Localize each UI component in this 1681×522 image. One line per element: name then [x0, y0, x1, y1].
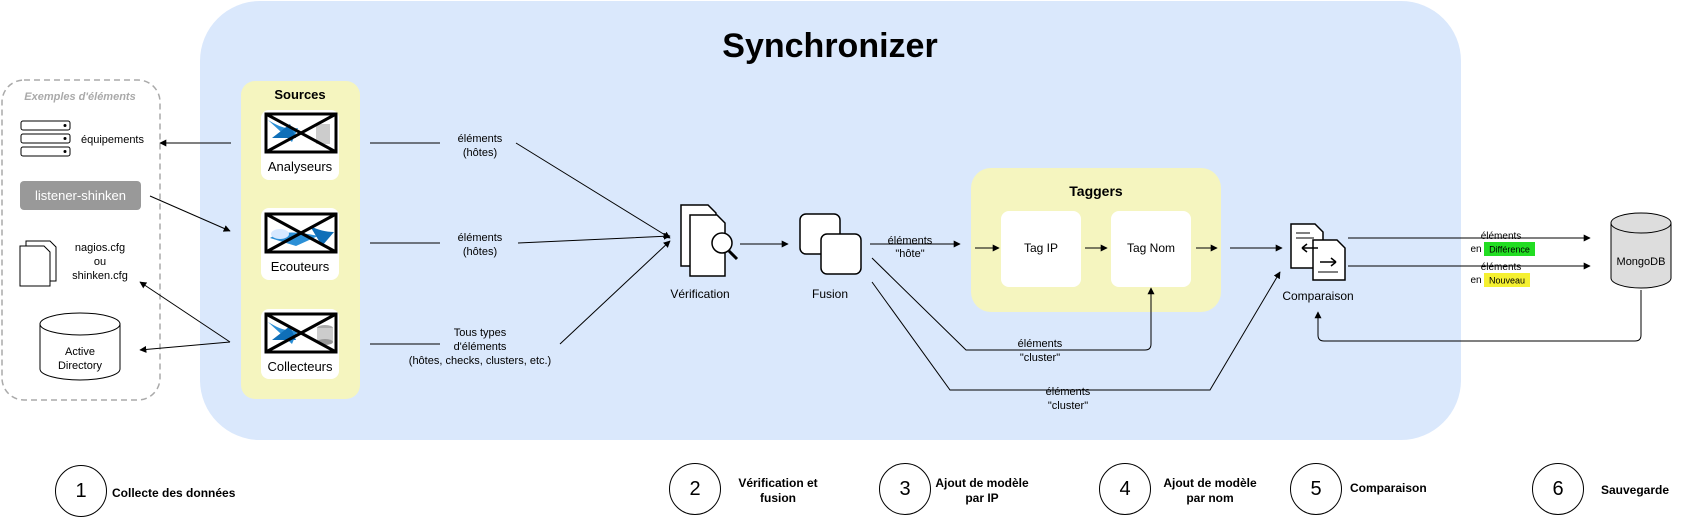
new-badge-label: Nouveau [1489, 276, 1525, 286]
tag-nom-label: Tag Nom [1127, 241, 1175, 255]
step-4-number: 4 [1119, 477, 1131, 500]
analyseurs-label: Analyseurs [268, 159, 333, 174]
examples-panel [1, 79, 161, 401]
fusion-label: Fusion [812, 287, 848, 301]
flow-hote-line1: éléments [888, 235, 933, 247]
step-6-label: Sauvegarde [1601, 483, 1670, 497]
diff-prefix: en [1470, 244, 1481, 255]
flow-collecteurs-line3: (hôtes, checks, clusters, etc.) [409, 355, 551, 367]
flow-mongodb-comparaison [1314, 290, 1642, 342]
flow-collecteurs-line2: d'éléments [454, 341, 507, 353]
arrow-to-ad [139, 341, 231, 353]
flow-cluster1-line1: éléments [1018, 338, 1063, 350]
step-6-number: 6 [1552, 477, 1564, 500]
flow-analyseurs [370, 142, 670, 238]
new-line1: éléments [1481, 262, 1522, 273]
config-files-icon [19, 240, 57, 287]
step-1-circle: 1 [55, 465, 107, 517]
flow-cluster-to-tagnom [871, 257, 1155, 351]
collecteurs-label: Collecteurs [267, 359, 333, 374]
new-badge [1484, 273, 1530, 287]
ecouteurs-icon [264, 212, 338, 254]
config-line1: nagios.cfg [75, 242, 125, 254]
verification-label: Vérification [670, 287, 729, 301]
step-6-circle: 6 [1532, 463, 1584, 515]
ad-line2: Directory [58, 360, 103, 372]
taggers-title: Taggers [1069, 183, 1123, 199]
flow-collecteurs [370, 241, 670, 345]
listener-shinken-label: listener-shinken [35, 188, 126, 203]
flow-cluster2-line1: éléments [1046, 386, 1091, 398]
step-3-number: 3 [899, 477, 911, 500]
flow-ecouteurs-line2: (hôtes) [463, 246, 497, 258]
arrow-to-config [139, 281, 231, 343]
mongodb-cylinder [1610, 212, 1672, 289]
sources-title: Sources [274, 87, 325, 102]
step-1-label: Collecte des données [112, 486, 236, 500]
flow-ecouteurs-line1: éléments [458, 232, 503, 244]
flow-hote-line2: "hôte" [895, 248, 924, 260]
step-5-circle: 5 [1290, 463, 1342, 515]
tag-nom-box [1111, 211, 1191, 287]
listener-shinken-box [20, 181, 141, 210]
diff-badge [1484, 242, 1535, 256]
step-5-number: 5 [1310, 477, 1322, 500]
verification-icon [680, 204, 739, 277]
ecouteurs-label: Ecouteurs [271, 259, 330, 274]
flow-cluster2-line2: "cluster" [1048, 400, 1088, 412]
examples-heading: Exemples d'éléments [24, 91, 135, 103]
server-icon [20, 120, 71, 157]
ad-line1: Active [65, 346, 95, 358]
flow-cluster1-line2: "cluster" [1020, 352, 1060, 364]
synchronizer-title: Synchronizer [722, 27, 937, 65]
collecteurs-icon [264, 312, 338, 354]
config-line3: shinken.cfg [72, 270, 128, 282]
analyseurs-icon [264, 112, 338, 154]
tag-ip-box [1001, 211, 1081, 287]
flow-collecteurs-line1: Tous types [454, 327, 507, 339]
flow-ecouteurs [370, 236, 670, 244]
config-line2: ou [94, 256, 106, 268]
flow-analyseurs-line1: éléments [458, 133, 503, 145]
new-prefix: en [1470, 275, 1481, 286]
step-4-circle: 4 [1099, 463, 1151, 515]
comparaison-icon [1290, 223, 1346, 281]
diff-badge-label: Différence [1489, 245, 1530, 255]
comparaison-label: Comparaison [1282, 289, 1353, 303]
step-2-circle: 2 [669, 463, 721, 515]
diff-line1: éléments [1481, 231, 1522, 242]
arrow-from-listener [149, 195, 231, 232]
active-directory-cylinder [39, 312, 121, 381]
flow-analyseurs-line2: (hôtes) [463, 147, 497, 159]
step-1-number: 1 [75, 479, 87, 502]
equipements-label: équipements [81, 134, 144, 146]
step-5-label: Comparaison [1350, 481, 1427, 495]
mongodb-label: MongoDB [1617, 256, 1666, 268]
step-2-number: 2 [689, 477, 701, 500]
tag-ip-label: Tag IP [1024, 241, 1058, 255]
flow-cluster-to-comparaison [871, 271, 1281, 391]
step-3-circle: 3 [879, 463, 931, 515]
fusion-icon [799, 213, 862, 275]
